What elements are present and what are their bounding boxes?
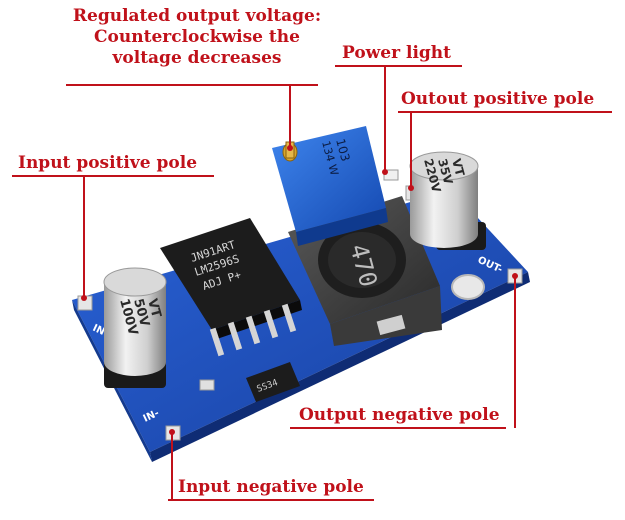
annotation-lines xyxy=(12,65,612,501)
trimpot: 103 134 W xyxy=(272,126,388,246)
label-output-positive: Outout positive pole xyxy=(401,89,595,109)
label-input-negative: Input negative pole xyxy=(178,477,364,497)
cap-output-text-3: VT xyxy=(449,157,467,178)
trimpot-code: 103 xyxy=(333,137,352,163)
output-capacitor: 220V 35V VT xyxy=(409,151,486,250)
cap-input-text-3: VT xyxy=(144,297,163,319)
mounting-hole xyxy=(451,274,485,300)
label-regulated-line2: Counterclockwise the xyxy=(94,27,300,47)
cap-output-text-2: 35V xyxy=(435,157,455,186)
label-input-positive: Input positive pole xyxy=(18,153,198,173)
label-regulated-output: Regulated output voltage: Counterclockwi… xyxy=(66,6,328,69)
regulator-chip: JN91ART LM2596S ADJ P+ xyxy=(160,218,302,357)
label-power-light: Power light xyxy=(342,43,452,63)
smd-resistor xyxy=(199,379,215,391)
label-regulated-line3: voltage decreases xyxy=(112,48,282,68)
diode: SS34 xyxy=(246,362,300,402)
cap-input-text-2: 50V xyxy=(130,297,152,328)
input-capacitor: 100V 50V VT xyxy=(103,267,167,388)
power-led xyxy=(383,169,399,181)
label-regulated-line1: Regulated output voltage: xyxy=(72,6,322,26)
label-output-negative: Output negative pole xyxy=(299,405,500,425)
